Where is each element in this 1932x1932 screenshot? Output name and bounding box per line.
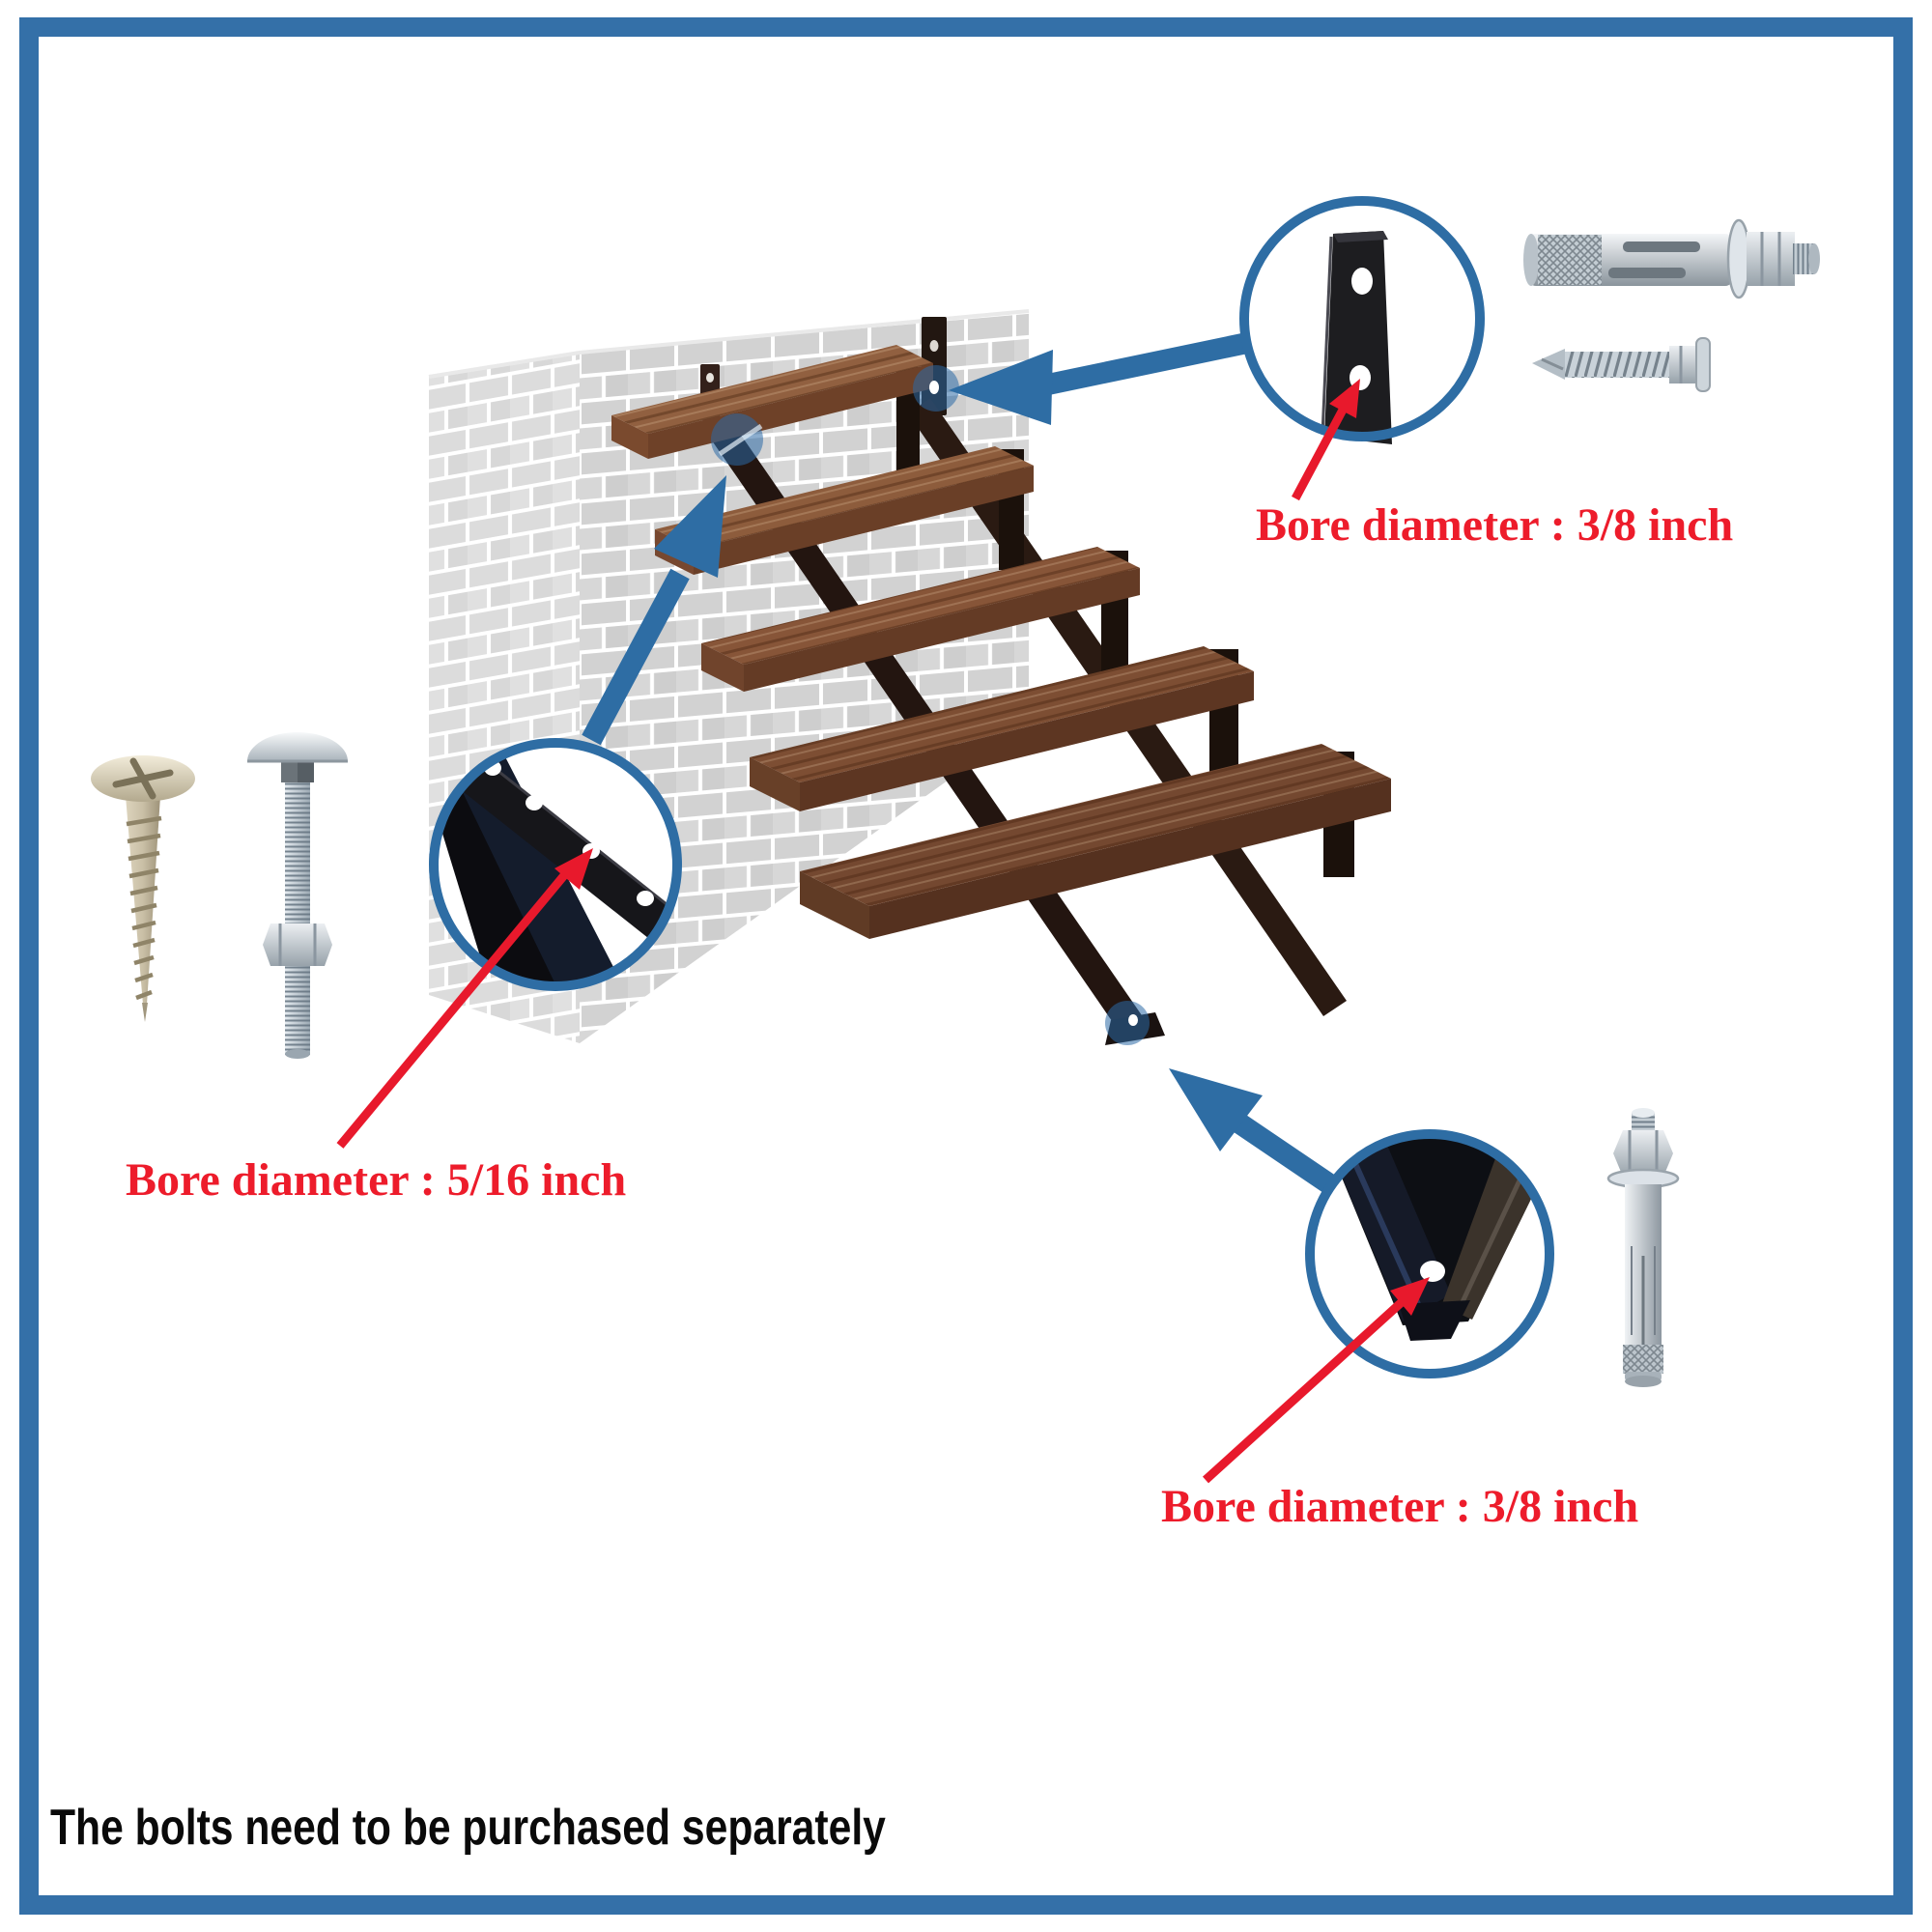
- bore-hole: [637, 891, 654, 906]
- bore-hole-foot: [1420, 1261, 1445, 1282]
- bore-diameter-label-bottom-right: Bore diameter : 3/8 inch: [1161, 1481, 1639, 1532]
- drill-tip: [1532, 349, 1565, 380]
- red-arrow-middle-left: [336, 848, 593, 1149]
- flat-bar-magnified: [434, 743, 676, 942]
- self-drilling-screw: [1532, 337, 1711, 392]
- highlight-stringer-foot: [1105, 1001, 1150, 1045]
- callout-circle-middle-left: [429, 738, 682, 991]
- blue-arrow-bottom: [1169, 1068, 1335, 1193]
- bore-hole-upper: [1351, 268, 1373, 295]
- hex-nut: [263, 923, 332, 966]
- callout-circle-top-right: [1239, 196, 1485, 441]
- hex-nut: [1747, 232, 1795, 286]
- blue-arrow-middle: [582, 475, 726, 746]
- callout-stringer-holes-detail: [336, 738, 682, 1149]
- hex-head: [1669, 346, 1700, 384]
- foot-hole: [1128, 1014, 1138, 1026]
- wood-treads: [611, 345, 1391, 939]
- callout-wall-bracket-detail: [1239, 196, 1485, 501]
- callout-circle-bottom-right: [1305, 1129, 1554, 1378]
- tread-5: [800, 744, 1391, 939]
- tread-4: [750, 646, 1254, 811]
- red-arrow-bottom-right: [1202, 1277, 1430, 1484]
- red-arrow-top-right: [1292, 379, 1360, 501]
- tread-2: [655, 446, 1034, 575]
- callout-arrows: [582, 332, 1335, 1193]
- blue-arrow-top: [949, 332, 1250, 425]
- phillips-slot-icon: [112, 757, 174, 800]
- washer: [1726, 218, 1751, 299]
- bracket-hole: [929, 381, 939, 394]
- bracket-magnified: [1324, 231, 1392, 444]
- expansion-slot: [1623, 242, 1700, 252]
- bracket-hole: [706, 373, 714, 383]
- bore-hole: [526, 795, 543, 810]
- washer-flange: [1695, 337, 1711, 392]
- tread-3: [701, 547, 1140, 692]
- sleeve-anchor-bolt: [1523, 218, 1820, 299]
- expansion-slot: [1608, 268, 1686, 278]
- bore-diameter-label-top-right: Bore diameter : 3/8 inch: [1256, 499, 1734, 551]
- callout-stringer-foot-detail: [1202, 1129, 1554, 1484]
- stringer-side-magnified: [440, 743, 628, 986]
- vertical-sleeve-anchor: [1606, 1108, 1680, 1387]
- screw-threads: [126, 815, 162, 1001]
- dome-head: [247, 732, 348, 761]
- highlight-spots: [711, 365, 1150, 1045]
- wood-screw: [91, 755, 195, 1022]
- bracket-hole: [929, 340, 939, 352]
- bore-diameter-label-middle-left: Bore diameter : 5/16 inch: [126, 1154, 627, 1206]
- carriage-bolt-with-nut: [247, 732, 348, 1059]
- footer-note: The bolts need to be purchased separatel…: [50, 1800, 886, 1856]
